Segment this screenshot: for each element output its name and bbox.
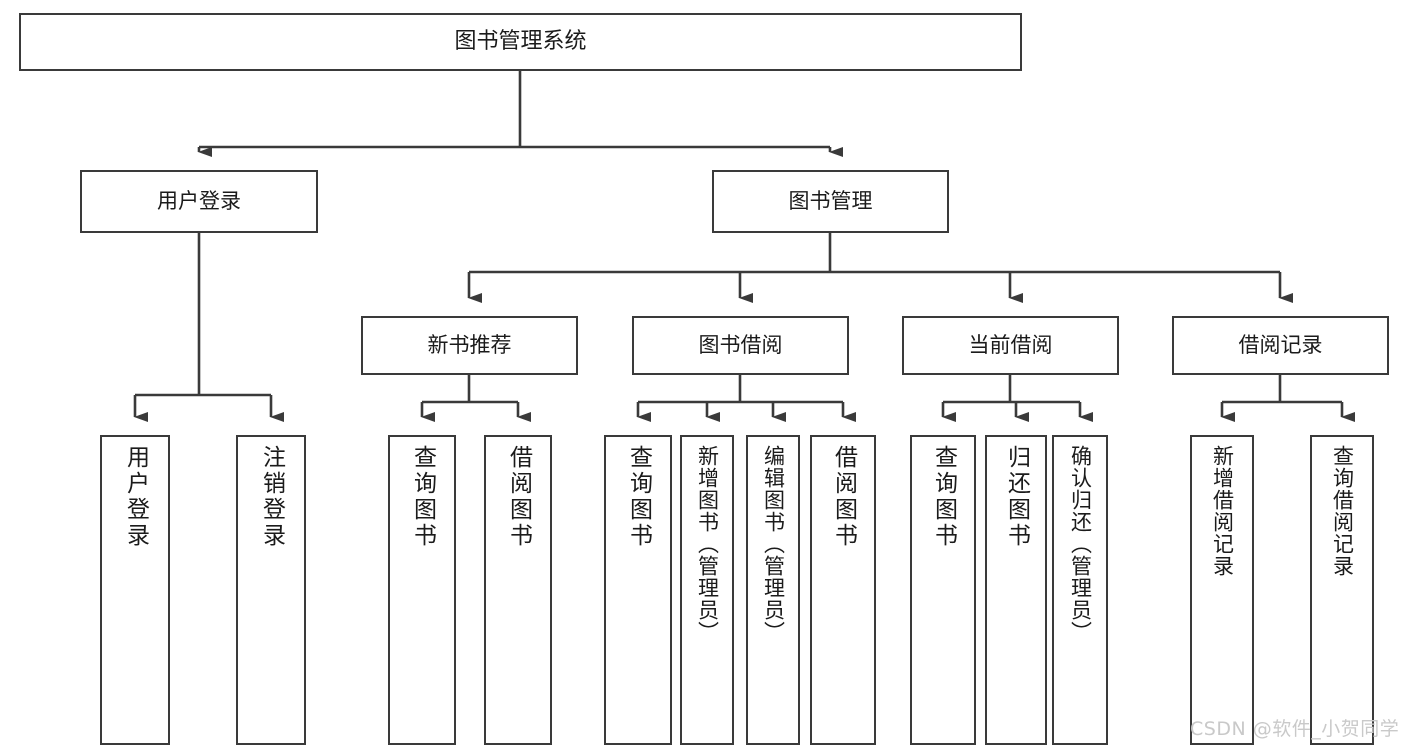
node-current-borrow[interactable]: 当前借阅 <box>902 316 1119 375</box>
node-leaf-return-book[interactable]: 归还图书 <box>985 435 1047 745</box>
node-book-borrow[interactable]: 图书借阅 <box>632 316 849 375</box>
node-leaf-confirm-return[interactable]: 确认归还（管理员） <box>1052 435 1108 745</box>
node-label: 确认归还（管理员） <box>1068 445 1093 643</box>
node-label: 借阅图书 <box>830 445 857 549</box>
node-leaf-add-book-admin[interactable]: 新增图书（管理员） <box>680 435 734 745</box>
node-label: 用户登录 <box>122 445 149 549</box>
node-label: 查询图书 <box>409 445 436 549</box>
node-leaf-borrow-book-1[interactable]: 借阅图书 <box>484 435 552 745</box>
node-label: 编辑图书（管理员） <box>761 445 786 643</box>
node-leaf-query-book-1[interactable]: 查询图书 <box>388 435 456 745</box>
node-label: 查询图书 <box>625 445 652 549</box>
node-new-book-recommend[interactable]: 新书推荐 <box>361 316 578 375</box>
node-label: 注销登录 <box>258 445 285 549</box>
node-leaf-query-book-3[interactable]: 查询图书 <box>910 435 976 745</box>
node-book-manage[interactable]: 图书管理 <box>712 170 949 233</box>
node-label: 归还图书 <box>1003 445 1030 549</box>
node-leaf-user-login[interactable]: 用户登录 <box>100 435 170 745</box>
node-leaf-query-book-2[interactable]: 查询图书 <box>604 435 672 745</box>
node-borrow-record[interactable]: 借阅记录 <box>1172 316 1389 375</box>
node-label: 查询借阅记录 <box>1330 445 1355 577</box>
node-label: 新增借阅记录 <box>1210 445 1235 577</box>
node-root-system[interactable]: 图书管理系统 <box>19 13 1022 71</box>
node-user-login[interactable]: 用户登录 <box>80 170 318 233</box>
node-label: 新增图书（管理员） <box>695 445 720 643</box>
node-leaf-query-borrow-record[interactable]: 查询借阅记录 <box>1310 435 1374 745</box>
csdn-watermark: CSDN @软件_小贺同学 <box>1190 718 1400 740</box>
node-leaf-add-borrow-record[interactable]: 新增借阅记录 <box>1190 435 1254 745</box>
node-label: 图书管理 <box>788 189 873 214</box>
node-label: 借阅图书 <box>505 445 532 549</box>
node-label: 借阅记录 <box>1238 333 1323 358</box>
node-label: 查询图书 <box>930 445 957 549</box>
node-leaf-edit-book-admin[interactable]: 编辑图书（管理员） <box>746 435 800 745</box>
node-label: 用户登录 <box>157 189 241 214</box>
node-label: 当前借阅 <box>968 333 1053 358</box>
node-label: 图书管理系统 <box>454 29 587 55</box>
node-label: 新书推荐 <box>427 333 512 358</box>
node-leaf-logout-login[interactable]: 注销登录 <box>236 435 306 745</box>
node-label: 图书借阅 <box>698 333 783 358</box>
node-leaf-borrow-book-2[interactable]: 借阅图书 <box>810 435 876 745</box>
